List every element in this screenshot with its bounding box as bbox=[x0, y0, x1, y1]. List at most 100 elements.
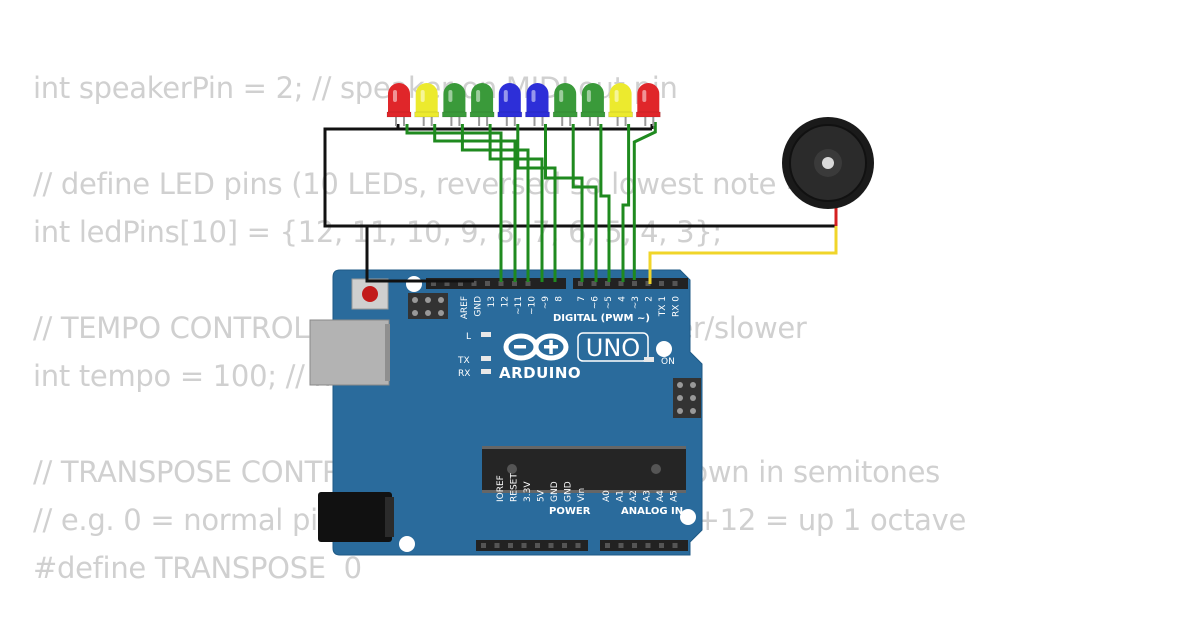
pin-label: ~9 bbox=[541, 296, 551, 310]
wire-led-2 bbox=[433, 124, 517, 282]
led-yellow[interactable] bbox=[414, 83, 439, 126]
tx-label: TX bbox=[457, 356, 470, 366]
digital-header-right bbox=[573, 278, 688, 289]
pin-label: A0 bbox=[602, 490, 612, 502]
arduino-uno-board[interactable]: ARDUINO UNO DIGITAL (PWM ~) POWER ANALOG… bbox=[309, 269, 703, 556]
led-l-label: L bbox=[466, 332, 471, 342]
on-label: ON bbox=[661, 357, 675, 367]
header-pin bbox=[632, 281, 637, 286]
led-blue[interactable] bbox=[497, 83, 523, 126]
wire-led-7 bbox=[571, 124, 598, 282]
led-red[interactable] bbox=[386, 83, 412, 126]
header-pin bbox=[605, 281, 610, 286]
pin-label: GND bbox=[550, 481, 560, 502]
header-pin bbox=[562, 543, 567, 548]
power-header-label: POWER bbox=[549, 506, 591, 517]
header-pin bbox=[508, 543, 513, 548]
brand-label: ARDUINO bbox=[499, 364, 581, 382]
header-pin bbox=[618, 543, 624, 548]
header-pin bbox=[548, 543, 554, 548]
header-pin bbox=[458, 281, 463, 286]
reset-button-cap[interactable] bbox=[362, 286, 378, 302]
pin-label: ~5 bbox=[604, 296, 614, 309]
led-yellow[interactable] bbox=[608, 83, 633, 126]
analog-header bbox=[600, 540, 688, 551]
pin-label: ~3 bbox=[631, 296, 641, 309]
wire-led-6 bbox=[544, 124, 584, 282]
mounting-hole bbox=[406, 276, 422, 292]
icsp-header-right bbox=[673, 378, 701, 418]
pin-label: 7 bbox=[577, 296, 587, 302]
pin-label: Vin bbox=[577, 488, 587, 502]
piezo-buzzer[interactable] bbox=[782, 117, 874, 209]
header-pin bbox=[512, 281, 517, 286]
led-green[interactable] bbox=[469, 83, 495, 126]
usb-connector bbox=[309, 319, 390, 386]
header-pin bbox=[575, 543, 581, 548]
led-array bbox=[386, 83, 661, 126]
pin-label: 13 bbox=[487, 296, 497, 307]
wire-led-8 bbox=[599, 124, 611, 282]
pin-label: A1 bbox=[616, 490, 626, 502]
mounting-hole bbox=[680, 509, 696, 525]
wire-led-cathodes bbox=[396, 124, 654, 131]
power-jack bbox=[318, 492, 392, 542]
header-pin bbox=[659, 281, 664, 286]
rx-indicator bbox=[481, 369, 491, 374]
header-pin bbox=[659, 543, 664, 548]
digital-header-label: DIGITAL (PWM ~) bbox=[553, 313, 650, 324]
pin-label: TX 1 bbox=[658, 296, 668, 317]
pin-label: GND bbox=[564, 481, 574, 502]
pin-label: 12 bbox=[501, 296, 511, 307]
header-pin bbox=[672, 543, 678, 548]
header-pin bbox=[605, 543, 610, 548]
header-pin bbox=[591, 281, 597, 286]
tx-indicator bbox=[481, 356, 491, 361]
wire-led-4 bbox=[488, 124, 544, 282]
wire-led-10 bbox=[632, 122, 657, 280]
header-pin bbox=[485, 281, 490, 286]
led-l-indicator bbox=[481, 332, 491, 337]
header-pin bbox=[618, 281, 624, 286]
led-green[interactable] bbox=[442, 83, 467, 126]
header-pin bbox=[444, 281, 450, 286]
wire-led-1 bbox=[405, 124, 503, 282]
pin-label: RX 0 bbox=[672, 296, 682, 317]
led-blue[interactable] bbox=[525, 83, 550, 126]
pin-label: RESET bbox=[510, 473, 520, 502]
pin-label: A5 bbox=[670, 490, 680, 502]
pin-label: ~10 bbox=[528, 296, 538, 315]
header-pin bbox=[578, 281, 583, 286]
header-pin bbox=[521, 543, 527, 548]
header-pin bbox=[645, 281, 651, 286]
arduino-logo bbox=[503, 333, 569, 361]
digital-header-left bbox=[426, 278, 566, 289]
rx-label: RX bbox=[458, 369, 470, 379]
header-pin bbox=[431, 281, 436, 286]
model-badge bbox=[577, 332, 649, 362]
header-pin bbox=[535, 543, 540, 548]
wire-led-9 bbox=[621, 124, 631, 282]
led-red[interactable] bbox=[636, 83, 661, 126]
code-line: int ledPins[10] = {12, 11, 10, 9, 8, 7, … bbox=[33, 215, 722, 249]
pin-label: AREF bbox=[460, 296, 470, 319]
pin-label: 3.3V bbox=[523, 481, 533, 502]
mounting-hole bbox=[656, 341, 672, 357]
atmega-chip bbox=[482, 446, 686, 493]
wires bbox=[323, 124, 838, 284]
header-pin bbox=[494, 543, 500, 548]
header-pin bbox=[525, 281, 531, 286]
pin-label: ~11 bbox=[514, 296, 524, 315]
pin-label: 5V bbox=[537, 489, 547, 502]
pin-label: A4 bbox=[656, 490, 666, 502]
pin-label: GND bbox=[474, 296, 484, 317]
led-green[interactable] bbox=[552, 83, 578, 126]
led-green[interactable] bbox=[580, 83, 606, 126]
code-line: #define TRANSPOSE 0 bbox=[33, 551, 362, 585]
wire-led-5 bbox=[516, 124, 557, 282]
wire-led-3 bbox=[460, 124, 530, 282]
mounting-hole bbox=[399, 536, 415, 552]
led-wires bbox=[405, 122, 657, 282]
